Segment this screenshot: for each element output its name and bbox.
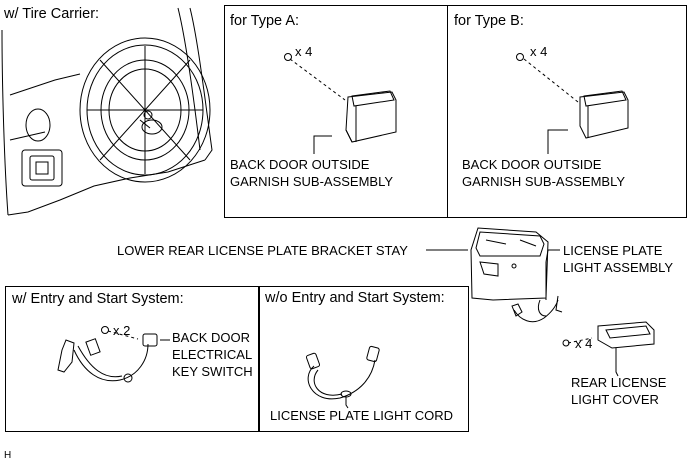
cover-label-line2: LIGHT COVER bbox=[571, 392, 659, 407]
type-a-garnish-illustration bbox=[285, 54, 397, 155]
tire-carrier-illustration bbox=[2, 8, 212, 215]
type-b-garnish-illustration bbox=[517, 54, 629, 155]
with-entry-panel bbox=[5, 286, 259, 432]
type-b-heading: for Type B: bbox=[454, 13, 524, 29]
garnish-a-label-line1: BACK DOOR OUTSIDE bbox=[230, 157, 370, 172]
garnish-b-label-line1: BACK DOOR OUTSIDE bbox=[462, 157, 602, 172]
cover-screw-quantity: x 4 bbox=[575, 336, 593, 351]
type-b-panel bbox=[447, 5, 687, 218]
key-switch-label-line3: KEY SWITCH bbox=[172, 364, 253, 379]
key-switch-label-line2: ELECTRICAL bbox=[172, 347, 253, 362]
tire-carrier-heading: w/ Tire Carrier: bbox=[4, 6, 100, 22]
without-entry-panel bbox=[259, 286, 469, 432]
type-a-heading: for Type A: bbox=[230, 13, 300, 29]
garnish-a-label-line2: GARNISH SUB-ASSEMBLY bbox=[230, 174, 394, 189]
with-entry-heading: w/ Entry and Start System: bbox=[12, 291, 184, 307]
key-switch-illustration bbox=[58, 327, 170, 383]
cover-label-line1: REAR LICENSE bbox=[571, 375, 667, 390]
light-cord-label: LICENSE PLATE LIGHT CORD bbox=[270, 408, 454, 423]
type-a-screw-quantity: x 4 bbox=[295, 44, 313, 59]
light-assembly-label-line2: LIGHT ASSEMBLY bbox=[563, 260, 674, 275]
rear-license-light-cover-illustration bbox=[563, 322, 654, 376]
type-b-screw-quantity: x 4 bbox=[530, 44, 548, 59]
light-assembly-label-line1: LICENSE PLATE bbox=[563, 243, 663, 258]
bracket-stay-label: LOWER REAR LICENSE PLATE BRACKET STAY bbox=[117, 243, 408, 258]
figure-code: H bbox=[4, 450, 12, 461]
key-switch-label-line1: BACK DOOR bbox=[172, 330, 251, 345]
license-plate-light-assembly-illustration bbox=[426, 228, 562, 322]
switch-screw-quantity: x 2 bbox=[113, 323, 131, 338]
light-cord-illustration bbox=[306, 346, 380, 408]
garnish-b-label-line2: GARNISH SUB-ASSEMBLY bbox=[462, 174, 626, 189]
without-entry-heading: w/o Entry and Start System: bbox=[265, 290, 445, 306]
